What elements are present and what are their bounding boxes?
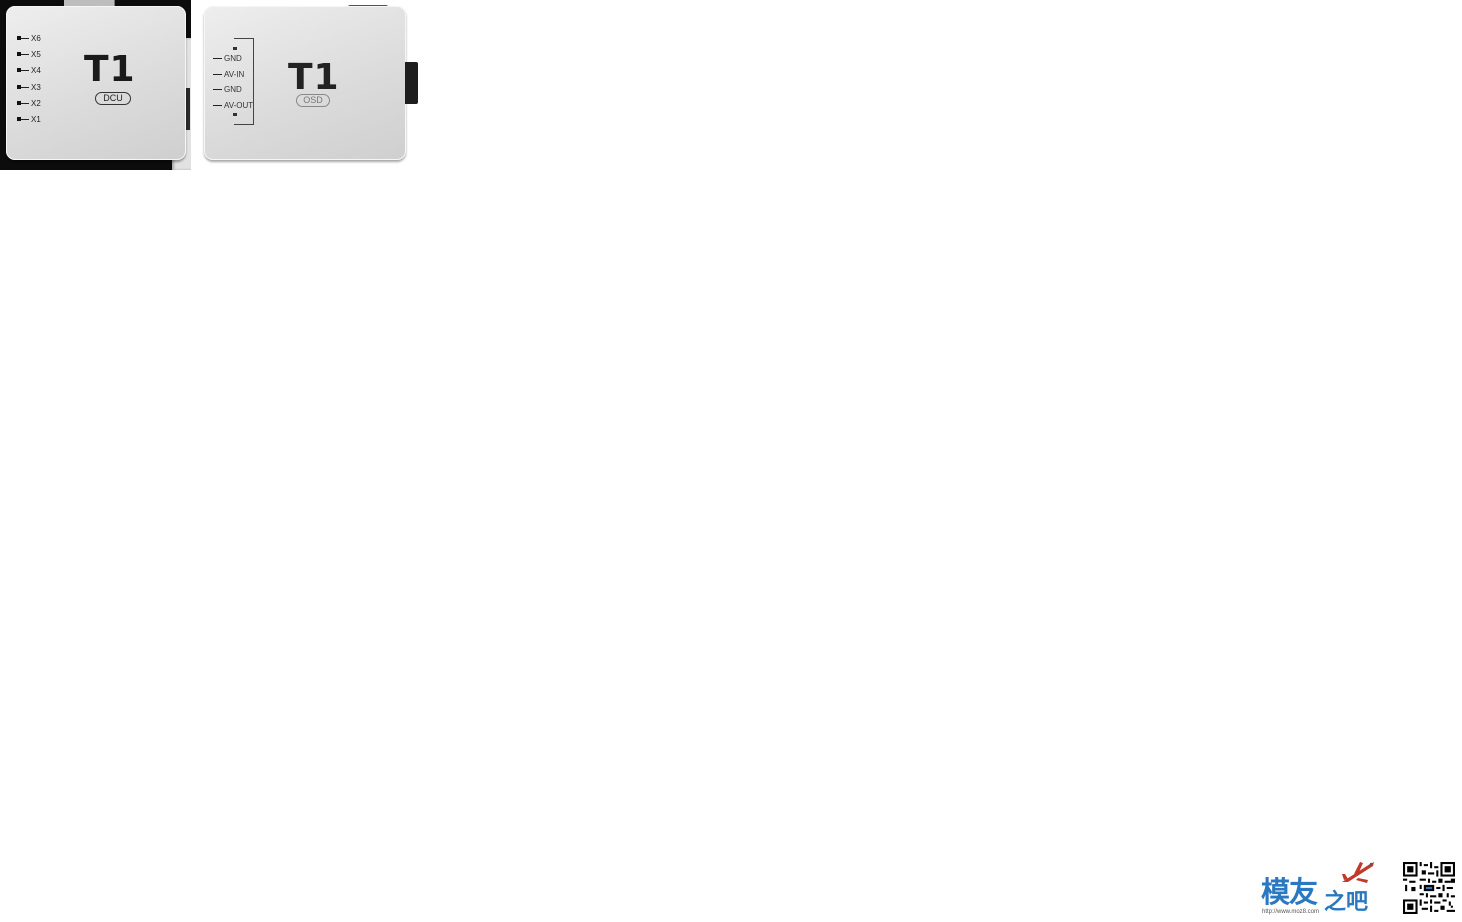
- pin-dot-icon: [17, 116, 21, 121]
- osd-pin: GND: [213, 54, 253, 70]
- dcu-pin-label: X1: [31, 114, 41, 124]
- osd-pin-label: GND: [224, 85, 242, 94]
- airplane-icon: [1342, 862, 1374, 883]
- dcu-pin-label: X4: [31, 66, 41, 76]
- dcu-pin: X3: [17, 83, 41, 99]
- pin-lead-icon: [21, 102, 29, 104]
- pin-lead-icon: [21, 54, 29, 56]
- qr-code-icon: [1403, 862, 1455, 914]
- dcu-pin-label: X3: [31, 82, 41, 92]
- dcu-badge: DCU: [95, 92, 131, 105]
- pin-lead-icon: [213, 73, 222, 75]
- site-watermark: 模友 之吧 http://www.moz8.com: [1258, 858, 1376, 920]
- osd-logo: T1: [288, 57, 340, 98]
- osd-module: [204, 6, 406, 160]
- pin-lead-icon: [21, 86, 29, 88]
- dcu-pin: X2: [17, 99, 41, 115]
- dcu-pin: X1: [17, 115, 41, 131]
- pin-dot-icon: [17, 68, 21, 73]
- osd-pin: GND: [213, 85, 253, 101]
- osd-pin-label: AV-OUT: [224, 100, 254, 110]
- osd-pin: AV-OUT: [213, 101, 253, 117]
- dcu-pin: X6: [17, 34, 41, 50]
- dcu-pin: X5: [17, 50, 41, 66]
- osd-pin-label: AV-IN: [224, 69, 245, 79]
- brand-suffix: 之吧: [1324, 890, 1369, 915]
- osd-connector: [405, 62, 418, 104]
- brand-name: 模友: [1261, 875, 1318, 909]
- dcu-module: [6, 6, 186, 160]
- osd-pin-bracket: [234, 38, 254, 125]
- pin-lead-icon: [213, 58, 222, 59]
- dcu-pin-label: X2: [31, 98, 41, 108]
- brand-url: http://www.moz8.com: [1262, 909, 1320, 915]
- dcu-pin-label: X5: [31, 50, 41, 60]
- pin-dot-icon: [17, 52, 21, 57]
- pin-lead-icon: [213, 104, 222, 106]
- dcu-pin-label: X6: [31, 34, 41, 43]
- osd-bracket-stub: [233, 113, 237, 116]
- dcu-pin-list: X6 X5 X4 X3 X2 X1: [17, 34, 41, 131]
- osd-pin-label: GND: [224, 54, 242, 63]
- dcu-pin: X4: [17, 66, 41, 82]
- pin-dot-icon: [17, 36, 21, 40]
- pin-dot-icon: [17, 100, 21, 105]
- dcu-logo: T1: [84, 49, 136, 90]
- pin-lead-icon: [21, 70, 29, 72]
- pin-dot-icon: [17, 84, 21, 89]
- product-photo: X6 X5 X4 X3 X2 X1 T1 DCU GND AV-IN GND A…: [0, 0, 420, 170]
- background-device-edge: [64, 0, 115, 10]
- pin-lead-icon: [21, 38, 29, 39]
- osd-pin: AV-IN: [213, 70, 253, 86]
- osd-bracket-stub: [233, 47, 237, 50]
- osd-pin-list: GND AV-IN GND AV-OUT: [213, 54, 253, 116]
- osd-badge: OSD: [296, 94, 330, 107]
- pin-lead-icon: [213, 89, 222, 90]
- pin-lead-icon: [21, 118, 29, 120]
